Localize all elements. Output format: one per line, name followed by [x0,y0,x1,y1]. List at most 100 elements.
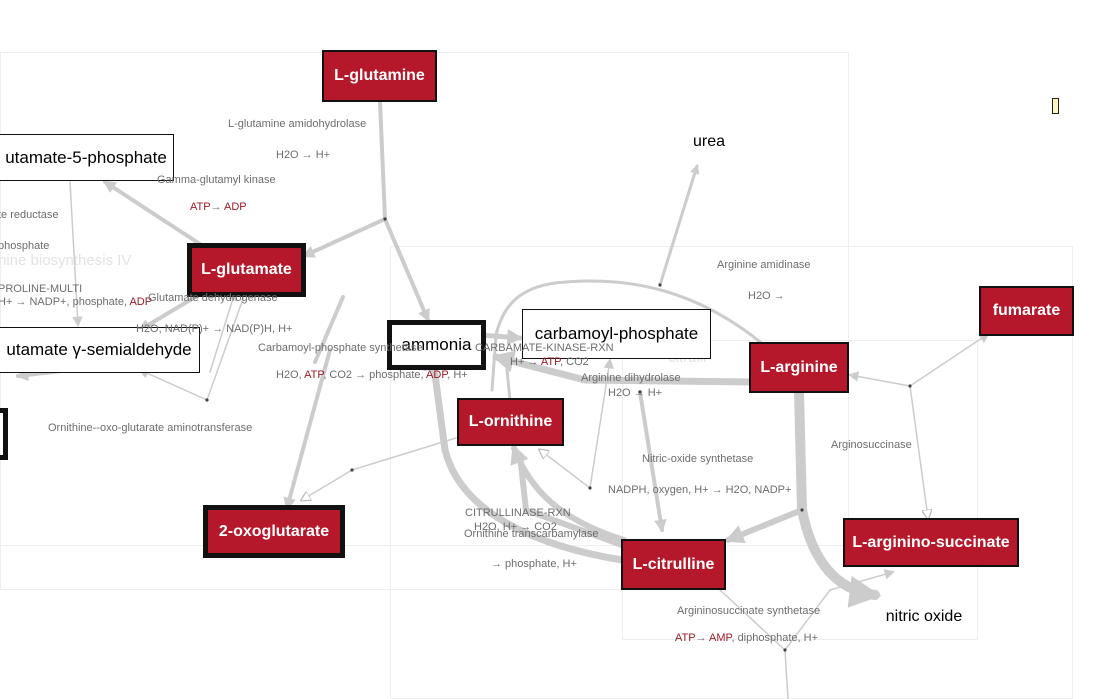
node-l-arginino-succinate[interactable]: L-arginino-succinate [843,518,1019,567]
edge-aminotransferase-a [138,368,208,401]
label-atp-3: ATP [304,369,324,381]
edge-arginosuccinase-a [909,332,990,387]
label-arrow-2: → [695,632,707,644]
node-l-glutamine[interactable]: L-glutamine [322,50,437,102]
edge-carbamoyl-synthetase [313,295,345,364]
reaction-dot [658,283,662,287]
label-diphosphate-h: , diphosphate, H+ [731,632,818,644]
edge-ornithine-to-citrulline [517,452,625,548]
node-l-glutamate[interactable]: L-glutamate [187,243,306,297]
edge-to-citrulline [724,507,805,544]
node-partial-left[interactable] [0,408,8,460]
edge-synthetase-out [784,649,789,699]
reaction-dot [350,468,354,472]
edge-glutamate-to-g5p [102,180,208,250]
label-glutamate-dehydrogenase: Glutamate dehydrogenase [148,292,278,304]
edge-to-ornithine [504,358,512,402]
label-h-nadp-text: H+ → NADP+, phosphate, [0,296,128,308]
label-atp-amp-diphosphate: ATP→ AMP, diphosphate, H+ [675,632,818,644]
node-l-arginine[interactable]: L-arginine [749,342,849,393]
edge-synthetase-succinate [784,569,896,651]
node-nitric-oxide[interactable]: nitric oxide [885,608,963,625]
edge-to-oxoglutarate [283,348,332,511]
reaction-dot [908,384,912,388]
label-h-prefix: H+ → [510,356,539,368]
label-h2o-prefix: H2O, [276,369,302,381]
label-ornithine-transcarbamylase: Ornithine transcarbamylase [464,528,599,540]
edge-glutamate-to-semialdehyde [137,292,202,332]
edge-transcarbamylase [540,450,591,489]
node-glutamate-5-phosphate[interactable]: utamate-5-phosphate [0,134,174,181]
edge-arginosuccinase-b [847,371,911,387]
node-fumarate[interactable]: fumarate [979,286,1074,336]
node-l-ornithine[interactable]: L-ornithine [457,398,564,446]
edge-to-glutamate [301,217,387,258]
label-carbamoyl-synthetase: Carbamoyl-phosphate synthetase [258,342,423,354]
edge-citrullinase-loop [423,347,626,564]
label-h-nadp-phosphate: H+ → NADP+, phosphate, ADP [0,296,152,308]
label-arginine-dihydrolase: Arginine dihydrolase [581,372,681,384]
node-l-citrulline[interactable]: L-citrulline [621,539,726,590]
edge-g5p-to-semialdehyde [69,181,83,328]
reaction-dot [783,648,787,652]
label-co2: , CO2 [560,356,589,368]
label-adp-3: ADP [426,369,448,381]
edge-to-urea [658,164,700,287]
node-carbamoyl-phosphate[interactable]: carbamoyl-phosphate [522,309,711,359]
reaction-dot [588,486,592,490]
label-argininosuccinate-synthetase: Argininosuccinate synthetase [677,605,821,617]
node-2-oxoglutarate[interactable]: 2-oxoglutarate [203,505,345,558]
node-urea[interactable]: urea [692,133,726,150]
label-glutamine-amidohydrolase: L-glutamine amidohydrolase [228,118,367,130]
label-arrow: → [210,201,222,213]
reaction-dot [383,217,387,221]
edge-to-oxoglutarate-open [302,469,353,500]
edge-aminotransferase-b [206,284,249,401]
edge-arginine-down [794,387,807,515]
label-nitric-oxide-synthetase: Nitric-oxide synthetase [642,453,754,465]
pathway-frame-citrulline [622,340,978,640]
node-glutamate-semialdehyde[interactable]: utamate γ-semialdehyde [0,327,200,373]
reaction-dot [205,398,209,402]
label-phosphate-h: → phosphate, H+ [491,558,577,570]
label-atp: ATP [190,201,211,213]
label-nadph-line: NADPH, oxygen, H+ → H2O, NADP+ [608,484,792,496]
label-phosphate-frag: phosphate [0,240,50,252]
label-atp-adp: ATP→ ADP [190,201,247,213]
label-adp: ADP [224,201,247,213]
label-te-reductase: te reductase [0,209,59,221]
edge-transcarbamylase-up [589,357,614,489]
reaction-dot [800,508,804,512]
label-h-suffix: , H+ [447,369,468,381]
label-h2o-h-1: H2O → H+ [276,149,331,161]
edge-to-carbamoyl [477,329,524,346]
label-h2o-arrow: H2O → [748,290,785,302]
edge-ornithine-aminotransferase [351,437,457,471]
label-citrullinase: CITRULLINASE-RXN [465,507,571,519]
label-carbamate-kinase: CARBAMATE-KINASE-RXN [475,342,614,354]
label-h2o-h-co2: H2O, H+ → CO2 [474,521,557,533]
edge-arginine-to-ammonia [491,350,756,386]
label-ornithine-aminotransferase: Ornithine--oxo-glutarate aminotransferas… [48,422,253,434]
pathway-title-proline: nine biosynthesis IV [0,252,132,269]
label-h2o-nad: H2O, NAD(P)+ → NAD(P)H, H+ [136,323,293,335]
label-h2o-h-2: H2O → H+ [608,387,663,399]
edge-arginosuccinase-c [909,385,928,518]
edge-semialdehyde-to-glutamate [209,289,238,373]
label-proline-multi: PROLINE-MULTI [0,283,83,295]
label-gamma-glutamyl-kinase: Gamma-glutamyl kinase [157,174,276,186]
label-atp-4: ATP [675,632,696,644]
edge-to-ammonia [383,217,430,323]
text-cursor-icon [1052,98,1059,114]
label-adp-2: ADP [129,296,153,308]
label-h2o-atp-co2-phosphate: H2O, ATP, CO2 → phosphate, ADP, H+ [276,369,468,381]
label-atp-2: ATP [540,356,561,368]
edge-glutamine-down [378,100,387,221]
label-argininosuccinase: Arginosuccinase [831,439,912,451]
edge-arginine-loop [490,279,772,392]
node-ammonia[interactable]: ammonia [387,320,486,370]
edge-to-nitric-oxide [797,505,882,608]
label-amp: AMP [709,632,732,644]
